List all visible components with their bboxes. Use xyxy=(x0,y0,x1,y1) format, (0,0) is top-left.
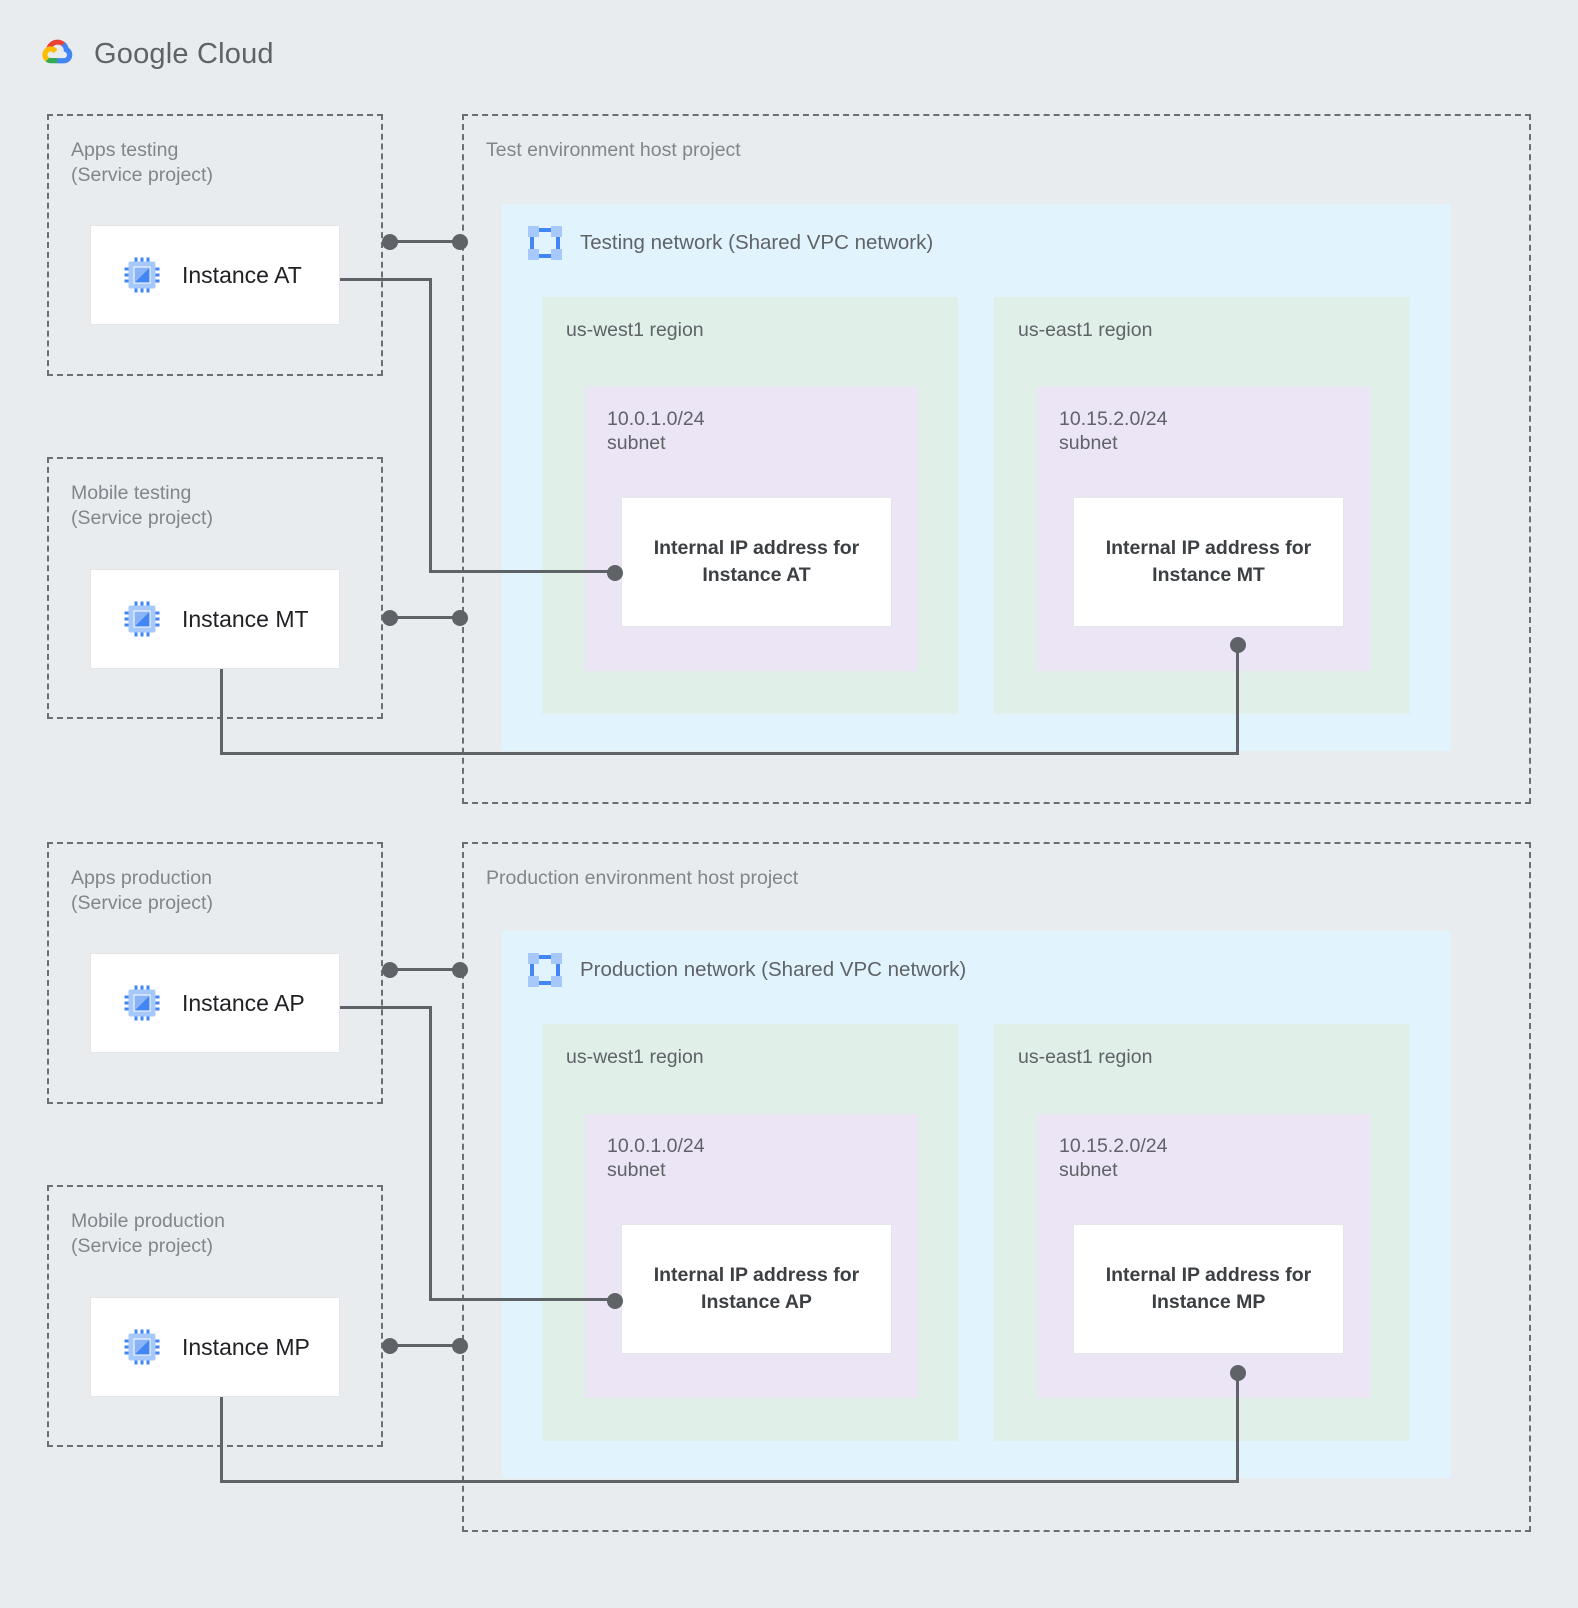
connector-dot-at-ip xyxy=(607,565,623,581)
host-project-label: Production environment host project xyxy=(486,867,799,889)
instance-name-label: Instance MP xyxy=(182,1333,310,1360)
service-project-mobile-testing: Mobile testing (Service project) xyxy=(47,457,383,719)
subnet-box-production-west: 10.0.1.0/24 subnet Internal IP address f… xyxy=(585,1114,918,1398)
connector-mt-segment-2 xyxy=(220,752,1239,755)
connector-mp-segment-1 xyxy=(220,1397,223,1483)
subnet-box-production-east: 10.15.2.0/24 subnet Internal IP address … xyxy=(1037,1114,1370,1398)
vpc-network-icon xyxy=(528,226,562,260)
region-us-west1-testing: us-west1 region 10.0.1.0/24 subnet Inter… xyxy=(542,297,958,714)
host-project-test-environment: Test environment host project xyxy=(462,114,1531,804)
vpc-network-testing: Testing network (Shared VPC network) us-… xyxy=(502,204,1451,751)
boundary-line-mp xyxy=(390,1344,460,1347)
instance-name-label: Instance AP xyxy=(182,989,305,1016)
service-project-label: Apps testing (Service project) xyxy=(71,139,213,186)
connector-at-segment-3 xyxy=(429,570,615,573)
instance-card-mp[interactable]: Instance MP xyxy=(90,1297,340,1397)
instance-card-mt[interactable]: Instance MT xyxy=(90,569,340,669)
connector-mp-segment-3 xyxy=(1236,1378,1239,1481)
service-project-label: Mobile testing (Service project) xyxy=(71,482,213,529)
service-project-label: Mobile production (Service project) xyxy=(71,1210,225,1257)
connector-ap-segment-1 xyxy=(340,1006,432,1009)
boundary-dot-at-right xyxy=(452,234,468,250)
internal-ip-card-ap: Internal IP address for Instance AP xyxy=(621,1224,892,1354)
vpc-network-production: Production network (Shared VPC network) … xyxy=(502,931,1451,1478)
subnet-label: 10.15.2.0/24 subnet xyxy=(1059,408,1168,454)
boundary-dot-ap-right xyxy=(452,962,468,978)
connector-ap-segment-3 xyxy=(429,1298,615,1301)
vpc-network-icon xyxy=(528,953,562,987)
connector-mt-segment-1 xyxy=(220,669,223,755)
boundary-line-mt xyxy=(390,616,460,619)
internal-ip-card-mp: Internal IP address for Instance MP xyxy=(1073,1224,1344,1354)
service-project-mobile-production: Mobile production (Service project) xyxy=(47,1185,383,1447)
compute-engine-vm-icon xyxy=(124,1329,160,1365)
service-project-label: Apps production (Service project) xyxy=(71,867,213,914)
subnet-box-testing-west: 10.0.1.0/24 subnet Internal IP address f… xyxy=(585,387,918,671)
brand-header: Google Cloud xyxy=(34,34,274,74)
connector-dot-mt-ip xyxy=(1230,637,1246,653)
subnet-label: 10.0.1.0/24 subnet xyxy=(607,408,705,454)
instance-card-at[interactable]: Instance AT xyxy=(90,225,340,325)
instance-name-label: Instance AT xyxy=(182,261,302,288)
host-project-production-environment: Production environment host project xyxy=(462,842,1531,1532)
region-label: us-west1 region xyxy=(566,319,704,341)
subnet-box-testing-east: 10.15.2.0/24 subnet Internal IP address … xyxy=(1037,387,1370,671)
service-project-apps-production: Apps production (Service project) xyxy=(47,842,383,1104)
region-label: us-west1 region xyxy=(566,1046,704,1068)
boundary-dot-mt-right xyxy=(452,610,468,626)
google-cloud-logo-icon xyxy=(34,34,80,74)
connector-dot-ap-ip xyxy=(607,1293,623,1309)
instance-name-label: Instance MT xyxy=(182,605,309,632)
region-label: us-east1 region xyxy=(1018,319,1153,341)
compute-engine-vm-icon xyxy=(124,601,160,637)
connector-dot-mp-ip xyxy=(1230,1365,1246,1381)
connector-at-segment-2 xyxy=(429,278,432,573)
brand-wordmark: Google Cloud xyxy=(94,38,274,71)
boundary-dot-mp-right xyxy=(452,1338,468,1354)
region-us-west1-production: us-west1 region 10.0.1.0/24 subnet Inter… xyxy=(542,1024,958,1441)
boundary-line-at xyxy=(390,240,460,243)
vpc-network-label: Testing network (Shared VPC network) xyxy=(580,231,934,254)
internal-ip-card-mt: Internal IP address for Instance MT xyxy=(1073,497,1344,627)
brand-google: Google xyxy=(94,37,189,70)
region-us-east1-production: us-east1 region 10.15.2.0/24 subnet Inte… xyxy=(994,1024,1410,1441)
region-label: us-east1 region xyxy=(1018,1046,1153,1068)
vpc-network-header: Production network (Shared VPC network) xyxy=(528,953,966,987)
vpc-network-label: Production network (Shared VPC network) xyxy=(580,958,967,981)
subnet-label: 10.0.1.0/24 subnet xyxy=(607,1135,705,1181)
boundary-line-ap xyxy=(390,968,460,971)
compute-engine-vm-icon xyxy=(124,985,160,1021)
instance-card-ap[interactable]: Instance AP xyxy=(90,953,340,1053)
connector-mp-segment-2 xyxy=(220,1480,1239,1483)
internal-ip-card-at: Internal IP address for Instance AT xyxy=(621,497,892,627)
compute-engine-vm-icon xyxy=(124,257,160,293)
vpc-network-header: Testing network (Shared VPC network) xyxy=(528,226,933,260)
region-us-east1-testing: us-east1 region 10.15.2.0/24 subnet Inte… xyxy=(994,297,1410,714)
brand-cloud: Cloud xyxy=(196,37,274,70)
host-project-label: Test environment host project xyxy=(486,139,741,161)
connector-ap-segment-2 xyxy=(429,1006,432,1301)
subnet-label: 10.15.2.0/24 subnet xyxy=(1059,1135,1168,1181)
connector-at-segment-1 xyxy=(340,278,432,281)
connector-mt-segment-3 xyxy=(1236,650,1239,753)
